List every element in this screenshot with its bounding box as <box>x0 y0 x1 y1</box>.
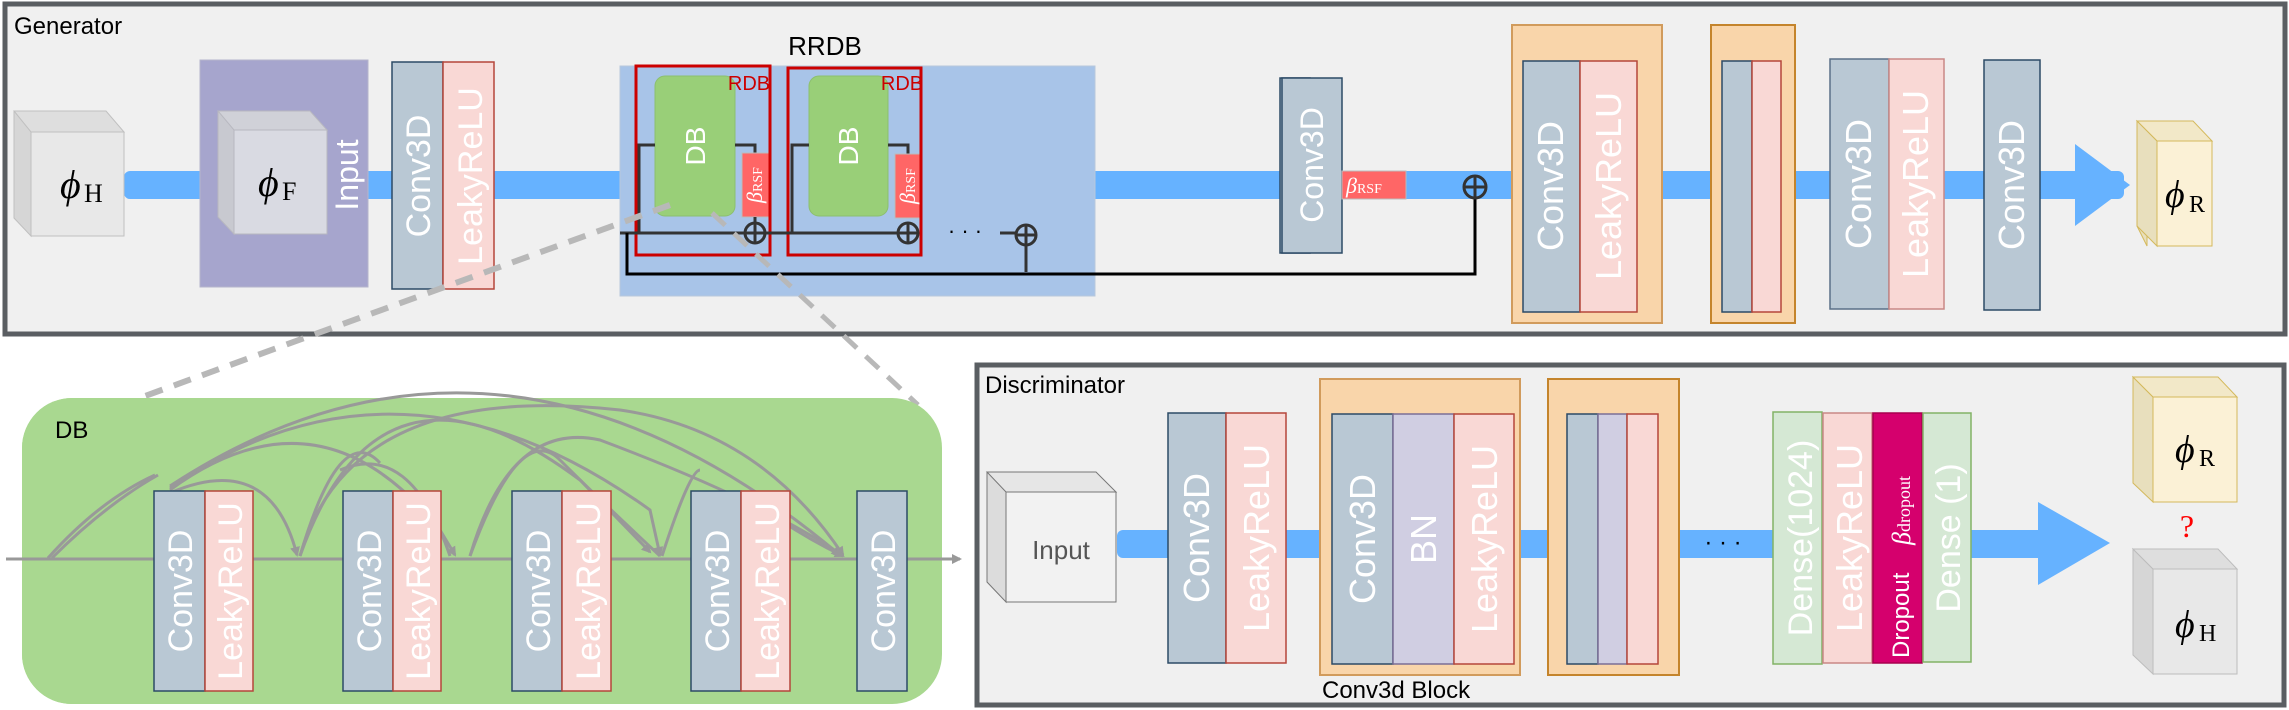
phi-symbol: ϕ <box>60 162 81 207</box>
conv3d-block-1: Conv3D BN LeakyReLU <box>1319 378 1521 676</box>
phi-symbol: ϕ <box>2165 174 2185 216</box>
phi-subscript: R <box>2199 446 2215 472</box>
layer-label: LeakyReLU <box>452 87 490 265</box>
phi-r-cube: ϕ R <box>2135 119 2214 248</box>
layer-label: LeakyReLU <box>749 502 787 680</box>
disc-ellipsis: · · · <box>1704 529 1741 556</box>
final-conv-relu: Conv3D LeakyReLU <box>1829 58 1945 310</box>
layer-label: LeakyReLU <box>1895 90 1936 278</box>
generator-output-arrow <box>2075 144 2130 226</box>
layer-label: Conv3D <box>865 530 903 653</box>
rdb-1: DB βRSF RDB <box>634 64 772 257</box>
db-layer-group-1: Conv3D LeakyReLU <box>153 490 254 692</box>
rdb-label: RDB <box>728 73 770 95</box>
discriminator-title: Discriminator <box>985 372 1125 399</box>
gen-first-conv-relu: Conv3D LeakyReLU <box>391 61 495 290</box>
global-skip-line <box>625 190 1477 276</box>
phi-symbol: ϕ <box>258 160 279 205</box>
db-label: DB <box>680 127 711 166</box>
layer-label: Conv3D <box>1991 120 2032 250</box>
rrdb-title: RRDB <box>788 31 862 61</box>
phi-symbol: ϕ <box>2175 429 2195 471</box>
input-label: Input <box>329 139 365 210</box>
layer-label: LeakyReLU <box>1464 445 1505 633</box>
db-layer-group-3: Conv3D LeakyReLU <box>511 490 612 692</box>
generator-panel: Generator ϕ H ϕ F Input Conv3D LeakyReLU <box>2 1 2288 337</box>
beta-rsf-box <box>1341 170 1407 200</box>
upsample-block-2 <box>1710 24 1796 324</box>
layer-label: LeakyReLU <box>1236 444 1277 632</box>
beta-rsf-label: βRSF <box>895 168 920 205</box>
db-layer-group-2: Conv3D LeakyReLU <box>342 490 442 692</box>
disc-phi-r-cube: ϕ R <box>2131 375 2239 504</box>
discriminator-output-arrow <box>2038 502 2110 585</box>
rrdb-ellipsis: · · · <box>948 218 982 243</box>
generator-title: Generator <box>14 13 122 40</box>
layer-label: Conv3D <box>520 530 558 653</box>
layer-label: Dense (1) <box>1930 463 1968 612</box>
phi-f-cube: ϕ F <box>216 110 329 236</box>
layer-label: Conv3D <box>1530 121 1571 251</box>
layer-label: BN <box>1403 514 1444 564</box>
layer-label: LeakyReLU <box>212 502 250 680</box>
rdb-frame <box>634 64 772 257</box>
rdb-frame <box>786 66 923 257</box>
phi-subscript: R <box>2189 192 2205 218</box>
phi-subscript: H <box>2199 621 2216 647</box>
layer-label: Dropout <box>1888 572 1915 658</box>
disc-phi-h-cube: ϕ H <box>2131 547 2239 676</box>
layer-label: LeakyReLU <box>570 502 608 680</box>
rdb-label: RDB <box>881 73 923 95</box>
upsample-block-1: Conv3D LeakyReLU <box>1511 24 1663 324</box>
disc-first-conv-relu: Conv3D LeakyReLU <box>1167 412 1287 664</box>
db-detail-panel: DB Conv3D LeakyReLU <box>6 391 962 704</box>
layer-label: Conv3D <box>162 530 200 653</box>
question-mark: ? <box>2180 508 2194 544</box>
phi-subscript: H <box>84 179 103 208</box>
db-label: DB <box>833 127 864 166</box>
dense-head: Dense(1024) LeakyReLU Dropout βdropout D… <box>1772 411 1972 665</box>
layer-label: Conv3D <box>1342 474 1383 604</box>
zoom-guide-right <box>710 211 920 407</box>
layer-label: Conv3D <box>400 115 438 238</box>
phi-symbol: ϕ <box>2175 604 2195 646</box>
layer-label: Conv3D <box>1294 107 1330 223</box>
disc-input-cube: Input <box>985 471 1118 604</box>
rdb-2: DB βRSF RDB <box>786 66 923 257</box>
layer-label: Conv3D <box>351 530 389 653</box>
layer-label: Dense(1024) <box>1782 440 1820 637</box>
layer-label: Conv3D <box>1838 119 1879 249</box>
zoom-guide-left <box>143 202 672 399</box>
db-title: DB <box>55 417 88 444</box>
db-final-conv: Conv3D <box>856 490 908 692</box>
input-label: Input <box>1032 535 1091 565</box>
layer-label: LeakyReLU <box>400 502 438 680</box>
phi-h-cube: ϕ H <box>12 110 126 238</box>
dropout-beta-label: βdropout <box>1887 476 1916 546</box>
beta-rsf-label: βRSF <box>742 167 767 204</box>
layer-label: Conv3D <box>699 530 737 653</box>
layer-label: Conv3D <box>1176 473 1217 603</box>
post-conv-layer <box>1281 77 1343 254</box>
discriminator-panel: Discriminator Input Conv3D LeakyReLU Con… <box>974 362 2287 708</box>
conv3d-block-2 <box>1547 378 1680 676</box>
layer-label: LeakyReLU <box>1829 444 1870 632</box>
layer-label: LeakyReLU <box>1588 92 1629 280</box>
phi-subscript: F <box>282 177 296 206</box>
conv3d-block-caption: Conv3d Block <box>1322 677 1471 704</box>
db-layer-group-4: Conv3D LeakyReLU <box>690 490 791 692</box>
beta-rsf-label: βRSF <box>1345 173 1382 198</box>
final-conv: Conv3D <box>1983 59 2041 311</box>
